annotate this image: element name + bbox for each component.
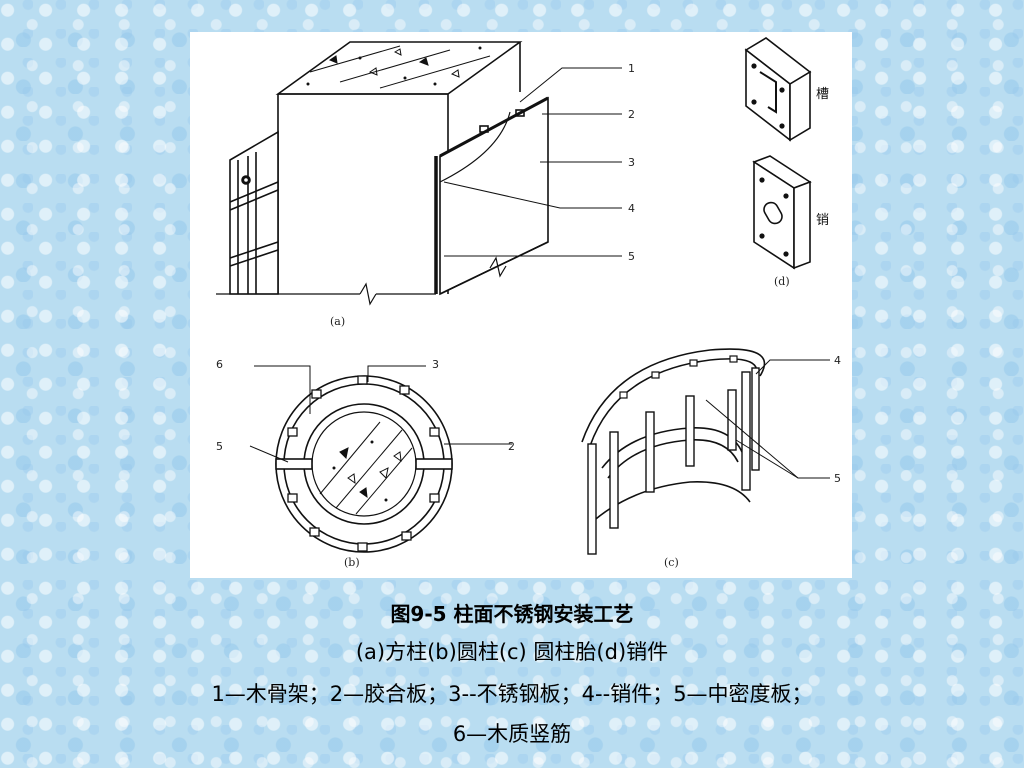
panel-b-caption: (b) (344, 556, 360, 569)
panel-d-pin-parts (744, 37, 812, 270)
callout-c-4: 4 (834, 354, 841, 367)
callout-a-2: 2 (628, 108, 635, 121)
panel-a-caption: (a) (330, 315, 345, 328)
figure-panel: 1 2 3 4 5 (a) 槽 销 (d) (190, 32, 852, 578)
panel-a-square-column (216, 41, 622, 306)
callout-c-5: 5 (834, 472, 841, 485)
callout-a-3: 3 (628, 156, 635, 169)
slot-label: 槽 (816, 87, 829, 102)
legend-line-1: 1—木骨架；2—胶合板；3--不锈钢板；4--销件；5—中密度板； (211, 682, 813, 706)
concrete-hatch-top (306, 45, 491, 89)
callout-b-2: 2 (508, 440, 515, 453)
callout-b-6: 6 (216, 358, 223, 371)
figure-drawing: 1 2 3 4 5 (a) 槽 销 (d) (216, 37, 841, 569)
callout-b-5: 5 (216, 440, 223, 453)
legend-line-2: 6—木质竖筋 (452, 722, 572, 746)
pin-label: 销 (816, 213, 829, 228)
panel-b-round-column (249, 365, 512, 553)
figure-subtitle: (a)方柱(b)圆柱(c) 圆柱胎(d)销件 (355, 640, 669, 664)
panel-c-column-form (581, 348, 830, 555)
panel-c-caption: (c) (664, 556, 679, 569)
callout-b-3: 3 (432, 358, 439, 371)
concrete-hatch-core (319, 421, 413, 515)
callout-a-4: 4 (628, 202, 635, 215)
panel-d-caption: (d) (774, 275, 790, 288)
callout-a-5: 5 (628, 250, 635, 263)
figure-title: 图9-5 柱面不锈钢安装工艺 (390, 602, 634, 626)
callout-a-1: 1 (628, 62, 635, 75)
